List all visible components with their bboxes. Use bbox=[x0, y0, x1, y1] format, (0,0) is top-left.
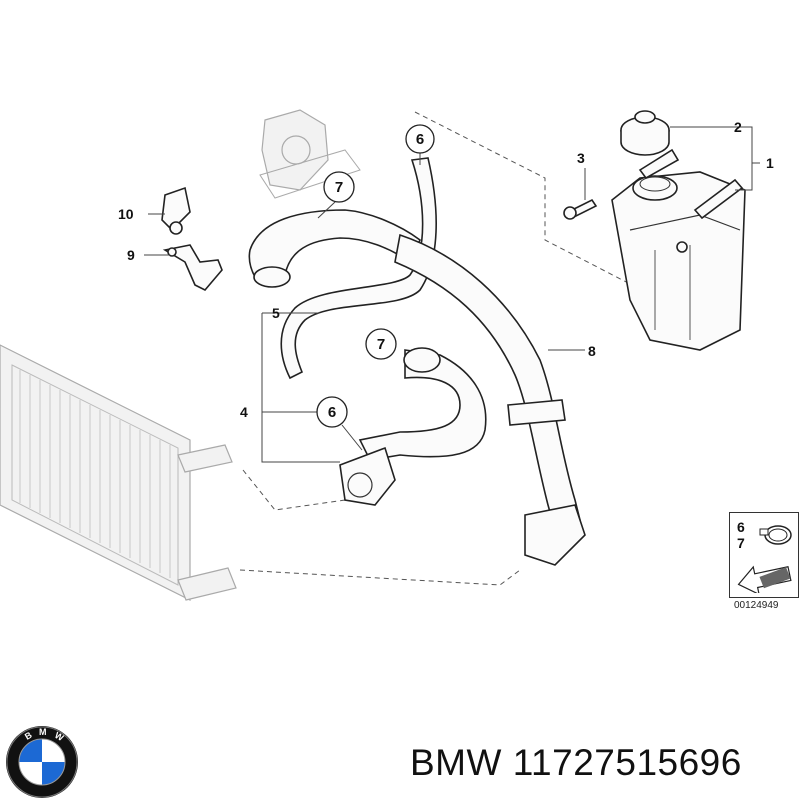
circled-label-7-middle: 7 bbox=[365, 328, 397, 360]
legend-number-top: 6 bbox=[737, 519, 745, 535]
thermostat-housing bbox=[259, 109, 361, 199]
arrow-icon bbox=[737, 565, 792, 593]
expansion-tank bbox=[611, 148, 746, 351]
circled-number: 6 bbox=[416, 131, 424, 148]
legend-number-bottom: 7 bbox=[737, 535, 745, 551]
circled-label-7-top: 7 bbox=[323, 171, 355, 203]
circled-number: 7 bbox=[335, 179, 343, 196]
tank-cap bbox=[620, 110, 670, 156]
svg-text:M: M bbox=[39, 727, 47, 737]
screw bbox=[563, 198, 598, 220]
brand-name: BMW bbox=[410, 742, 502, 783]
part-number: 11727515696 bbox=[512, 742, 742, 783]
clip bbox=[161, 186, 191, 235]
hose-clamp-icon bbox=[759, 525, 792, 545]
label-part-10: 10 bbox=[118, 206, 134, 222]
part-caption: BMW 11727515696 bbox=[410, 742, 742, 784]
circled-number: 6 bbox=[328, 404, 336, 421]
hose-7-upper bbox=[248, 209, 421, 288]
label-part-3: 3 bbox=[577, 150, 585, 166]
bracket bbox=[162, 244, 223, 291]
circled-label-6-top: 6 bbox=[405, 124, 435, 154]
circled-label-6-lower: 6 bbox=[316, 396, 348, 428]
label-part-9: 9 bbox=[127, 247, 135, 263]
connection-lines bbox=[239, 111, 691, 586]
label-part-1: 1 bbox=[766, 155, 774, 171]
hose-8-main bbox=[394, 233, 586, 566]
leader-lines bbox=[144, 126, 760, 463]
label-part-8: 8 bbox=[588, 343, 596, 359]
hose-5-vent bbox=[280, 157, 437, 380]
legend-box: 6 7 bbox=[729, 512, 799, 598]
label-part-4: 4 bbox=[240, 404, 248, 420]
svg-text:B: B bbox=[23, 730, 34, 742]
circled-number: 7 bbox=[377, 336, 385, 353]
label-part-5: 5 bbox=[272, 305, 280, 321]
hose-7-lower bbox=[339, 347, 487, 506]
bmw-logo: B M W bbox=[6, 726, 78, 798]
diagram-reference-code: 00124949 bbox=[734, 600, 779, 611]
label-part-2: 2 bbox=[734, 119, 742, 135]
radiator bbox=[0, 344, 237, 601]
